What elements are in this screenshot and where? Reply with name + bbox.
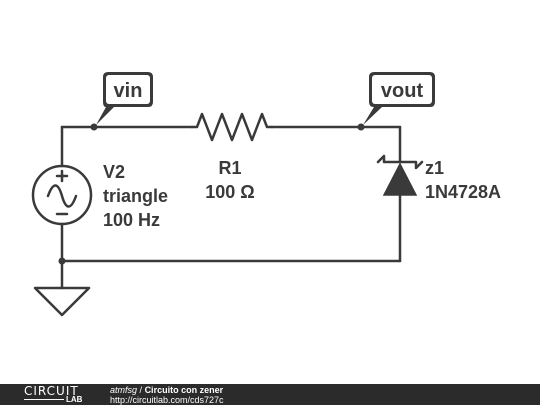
node-label-vin: vin xyxy=(114,80,143,102)
zener-diode-z1-symbol xyxy=(382,162,418,196)
z1-part-label: 1N4728A xyxy=(425,182,501,202)
resistor-r1-symbol xyxy=(190,112,274,142)
logo-line xyxy=(24,399,64,400)
r1-value-label: 100 Ω xyxy=(205,182,254,202)
logo-text-circuit: CIRCUIT xyxy=(24,384,79,398)
logo-text-lab: LAB xyxy=(66,395,83,404)
v2-ref-label: V2 xyxy=(103,162,125,182)
footer-author-line: atmfsg / Circuito con zener xyxy=(110,385,223,395)
circuit-schematic: vin vout V2 triangle 100 Hz R1 100 Ω z1 … xyxy=(31,72,501,317)
ground-icon xyxy=(33,286,91,317)
separator: / xyxy=(139,385,143,395)
junction-ground xyxy=(58,257,66,265)
zener-bar xyxy=(376,154,424,170)
junction-vin xyxy=(90,123,98,131)
r1-ref-label: R1 xyxy=(218,158,241,178)
voltage-source-v2-symbol xyxy=(31,164,93,226)
z1-ref-label: z1 xyxy=(425,158,444,178)
sine-wave-icon xyxy=(46,184,78,208)
v2-freq-label: 100 Hz xyxy=(103,210,160,230)
v2-type-label: triangle xyxy=(103,186,168,206)
footer-bar: CIRCUIT LAB atmfsg / Circuito con zener … xyxy=(0,384,540,405)
node-label-vout: vout xyxy=(381,80,424,102)
node-tag-vin: vin xyxy=(96,72,153,125)
author-link[interactable]: atmfsg xyxy=(110,385,138,395)
circuit-url-link[interactable]: http://circuitlab.com/cds727c xyxy=(110,395,224,405)
circuit-title: Circuito con zener xyxy=(144,385,224,395)
node-tag-vout: vout xyxy=(363,72,435,125)
junction-vout xyxy=(357,123,365,131)
circuitlab-logo[interactable]: CIRCUIT LAB xyxy=(22,384,97,404)
